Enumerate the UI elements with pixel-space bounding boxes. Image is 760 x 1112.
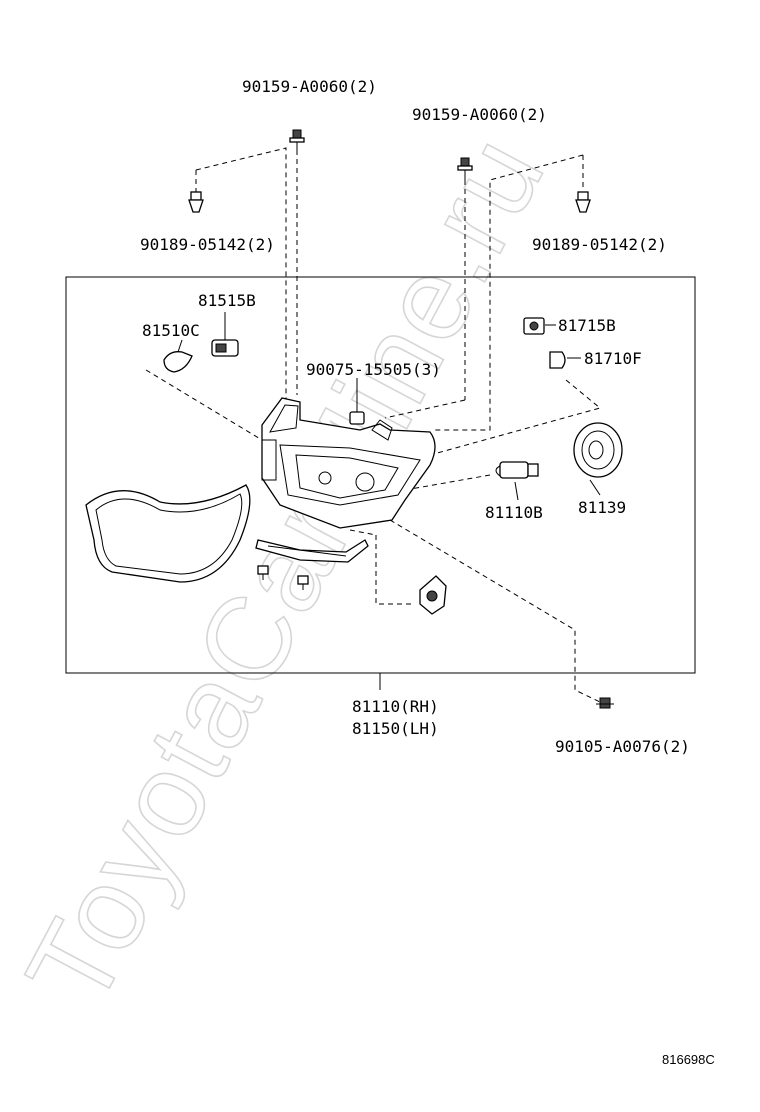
leader-lines: [145, 147, 602, 703]
bulb-cover-icon: [573, 422, 623, 478]
label-nut: 90075-15505(3): [306, 360, 441, 379]
label-cover: 81139: [578, 498, 626, 517]
headlamp-housing-icon: [261, 397, 436, 529]
figure-id: 816698C: [662, 1052, 715, 1067]
label-screw-bottom: 90105-A0076(2): [555, 737, 690, 756]
side-socket-icon: [211, 339, 239, 357]
label-screw-top-left: 90159-A0060(2): [242, 77, 377, 96]
label-bulb-headlamp: 81110B: [485, 503, 543, 522]
label-clip-left: 90189-05142(2): [140, 235, 275, 254]
headlamp-bulb-icon: [495, 461, 539, 479]
watermark: ToyotaCarMine.ru: [1, 115, 570, 1027]
clip-left-icon: [188, 191, 204, 213]
screw-top-left-icon: [289, 129, 305, 150]
label-clip-right: 90189-05142(2): [532, 235, 667, 254]
side-bulb-icon: [163, 351, 193, 373]
label-socket-side: 81515B: [198, 291, 256, 310]
label-assembly-lh: 81150(LH): [352, 719, 439, 738]
marker-bulb-icon: [549, 351, 566, 369]
trim-strip-icon: [255, 539, 369, 563]
small-screw-b-icon: [297, 575, 309, 590]
screw-top-right-icon: [457, 157, 473, 180]
clip-right-icon: [575, 191, 591, 213]
actuator-icon: [419, 575, 447, 615]
marker-socket-icon: [523, 317, 545, 335]
lens-icon: [85, 484, 251, 583]
label-socket-marker: 81715B: [558, 316, 616, 335]
label-assembly-rh: 81110(RH): [352, 697, 439, 716]
label-screw-top-right: 90159-A0060(2): [412, 105, 547, 124]
small-screw-a-icon: [257, 565, 269, 580]
label-bulb-side: 81510C: [142, 321, 200, 340]
label-bulb-marker: 81710F: [584, 349, 642, 368]
screw-bottom-icon: [596, 697, 614, 709]
nut-icon: [349, 411, 365, 425]
